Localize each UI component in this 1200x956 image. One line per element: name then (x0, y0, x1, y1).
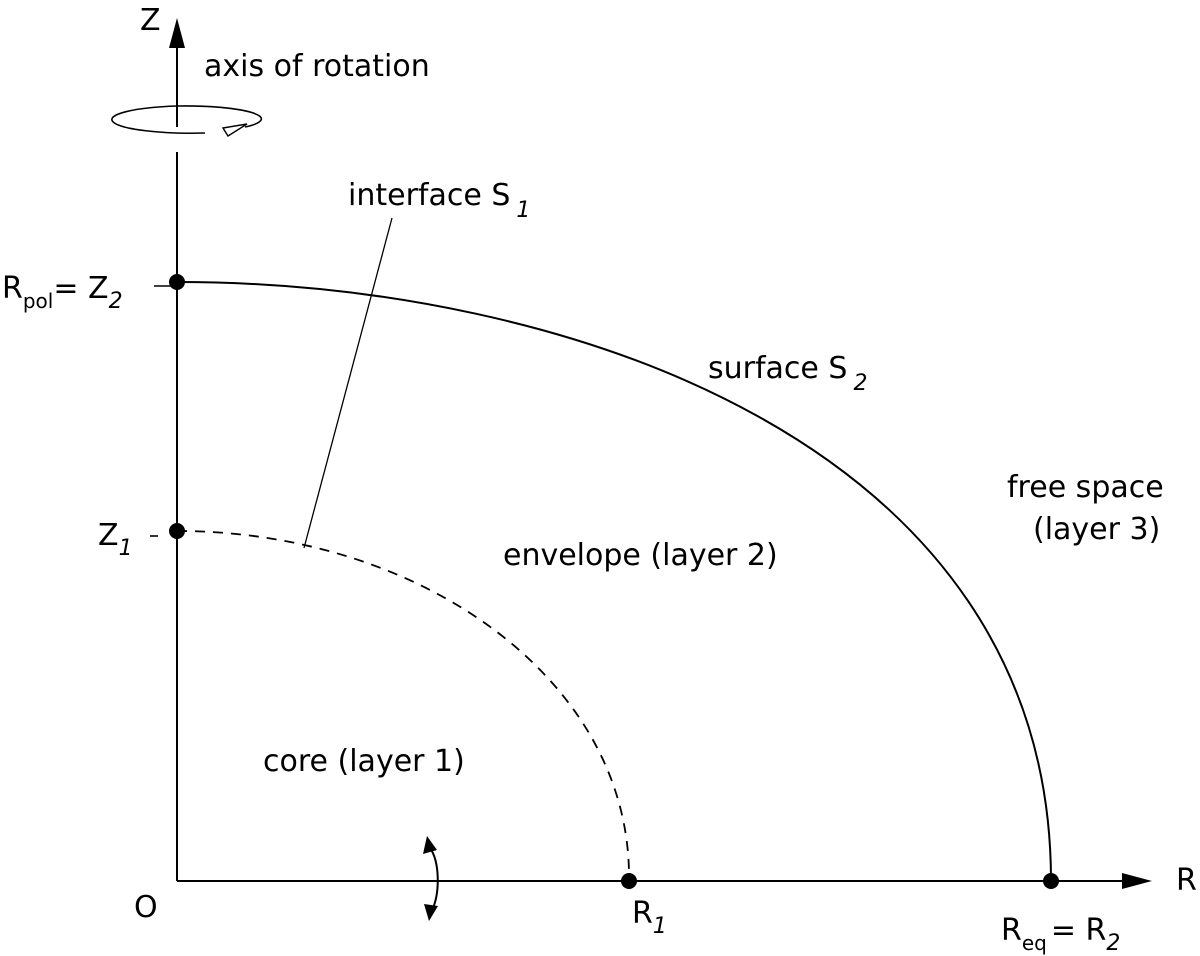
r-axis-arrowhead (1122, 873, 1152, 889)
free-space-label-line2: (layer 3) (1033, 512, 1160, 547)
origin-label: O (134, 890, 158, 925)
z-axis-label: Z (140, 3, 161, 38)
core-label: core (layer 1) (263, 744, 465, 779)
point-rpol (169, 274, 185, 290)
double-arrow-icon (429, 847, 439, 911)
rotation-indicator-icon (111, 105, 263, 137)
point-r1 (621, 873, 637, 889)
point-z1 (169, 523, 185, 539)
interface-leader-line (303, 217, 393, 549)
rpol-label: Rpol= Z2 (2, 271, 123, 314)
z1-label: Z1 (98, 518, 133, 561)
axis-of-rotation-label: axis of rotation (204, 49, 430, 84)
z-axis-arrowhead (169, 18, 185, 48)
r-axis-label: R (1176, 863, 1197, 898)
surface-s2-curve (176, 281, 1052, 882)
free-space-label-line1: free space (1007, 470, 1164, 505)
interface-s1-curve (176, 530, 630, 882)
r1-label: R1 (632, 896, 667, 939)
envelope-label: envelope (layer 2) (503, 538, 778, 573)
req-label: Req= R2 (1001, 913, 1120, 956)
point-req (1043, 873, 1059, 889)
